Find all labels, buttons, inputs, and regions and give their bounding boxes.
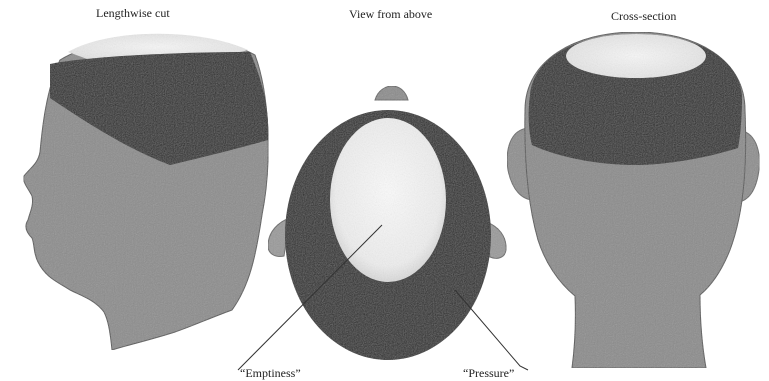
caption-view-from-above: View from above — [349, 7, 432, 22]
side-view-head — [24, 34, 269, 350]
top-inner-emptiness — [330, 118, 446, 282]
back-view-head — [507, 32, 759, 368]
top-view-head — [268, 86, 506, 360]
label-pressure: “Pressure” — [463, 366, 514, 381]
top-nose — [375, 86, 408, 100]
caption-cross-section: Cross-section — [611, 9, 676, 24]
caption-lengthwise-cut: Lengthwise cut — [96, 6, 170, 21]
back-top-emptiness — [566, 34, 706, 78]
label-emptiness: “Emptiness” — [240, 366, 301, 381]
